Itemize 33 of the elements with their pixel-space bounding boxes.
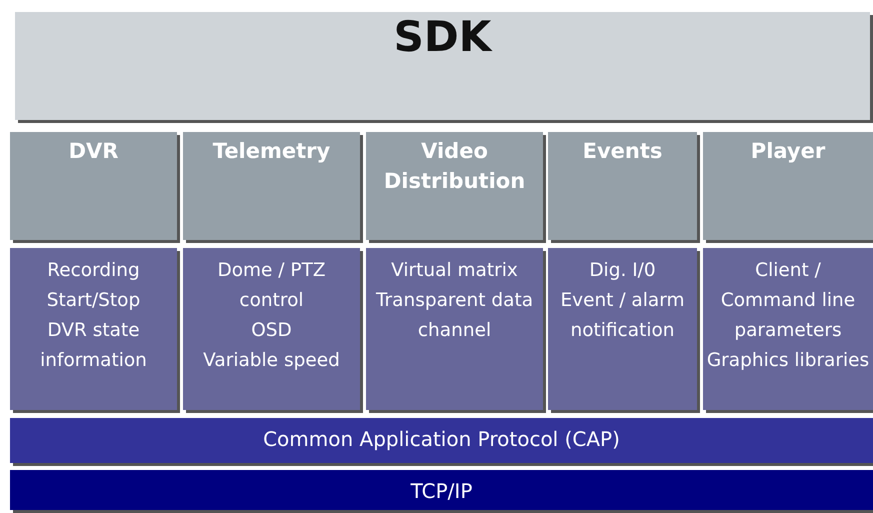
title: SDK (392, 22, 494, 52)
protocol-label: TCP/IP (410, 478, 474, 505)
module-header (183, 132, 360, 240)
feature-text: Recording (46, 259, 141, 283)
feature-panel (183, 248, 360, 410)
feature-text: Client / Command line parameters (720, 259, 856, 343)
feature-text: OSD (250, 319, 293, 343)
feature-text: Dig. I/0 (588, 259, 657, 283)
module-title: Video Distribution (382, 138, 526, 195)
protocol-bar (10, 418, 873, 463)
feature-text: Virtual matrix (390, 259, 519, 283)
module-header (548, 132, 697, 240)
feature-panel (548, 248, 697, 410)
feature-panel (703, 248, 873, 410)
module-header (10, 132, 177, 240)
module-title: DVR (68, 138, 120, 165)
module-header (703, 132, 873, 240)
feature-text: Dome / PTZ control (216, 259, 327, 313)
feature-text: Variable speed (202, 349, 341, 373)
module-title: Player (750, 138, 826, 165)
title-banner (15, 12, 870, 120)
protocol-label: Common Application Protocol (CAP) (262, 426, 621, 453)
module-title: Telemetry (212, 138, 332, 165)
module-header (366, 132, 543, 240)
feature-text: Graphics libraries (706, 349, 870, 373)
feature-text: Start/Stop (46, 289, 142, 313)
feature-text: DVR state information (39, 319, 148, 373)
feature-text: Transparent data channel (374, 289, 534, 343)
module-title: Events (582, 138, 664, 165)
protocol-bar (10, 470, 873, 510)
feature-panel (366, 248, 543, 410)
feature-panel (10, 248, 177, 410)
feature-text: Event / alarm notification (559, 289, 686, 343)
